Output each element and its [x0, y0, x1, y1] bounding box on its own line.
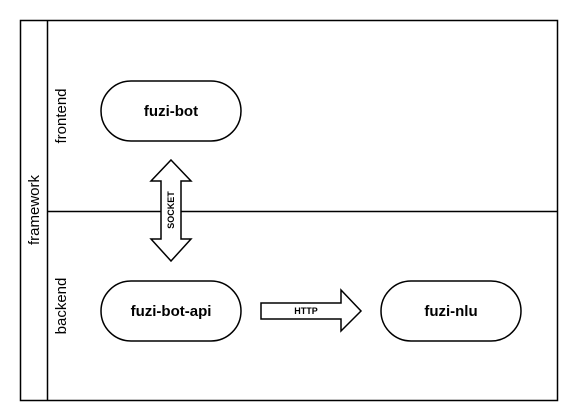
node-fuzi-bot-api: fuzi-bot-api	[100, 280, 242, 342]
node-fuzi-bot-label: fuzi-bot	[144, 103, 198, 120]
socket-double-arrow	[149, 158, 193, 263]
socket-arrow-label: SOCKET	[166, 191, 176, 229]
pool-frame	[19, 19, 559, 402]
node-fuzi-nlu-label: fuzi-nlu	[424, 303, 477, 320]
node-fuzi-nlu-shape	[380, 280, 522, 342]
socket-connector: SOCKET	[149, 158, 193, 263]
node-fuzi-bot-api-label: fuzi-bot-api	[131, 303, 212, 320]
pool-label: framework	[26, 174, 43, 245]
http-connector: HTTP	[260, 288, 363, 333]
http-arrow-label: HTTP	[294, 306, 318, 316]
lane-label-backend: backend	[53, 278, 70, 335]
node-fuzi-nlu: fuzi-nlu	[380, 280, 522, 342]
node-fuzi-bot: fuzi-bot	[100, 80, 242, 142]
node-fuzi-bot-shape	[100, 80, 242, 142]
node-fuzi-bot-api-shape	[100, 280, 242, 342]
http-arrow	[260, 288, 363, 333]
lane-label-frontend: frontend	[53, 88, 70, 143]
